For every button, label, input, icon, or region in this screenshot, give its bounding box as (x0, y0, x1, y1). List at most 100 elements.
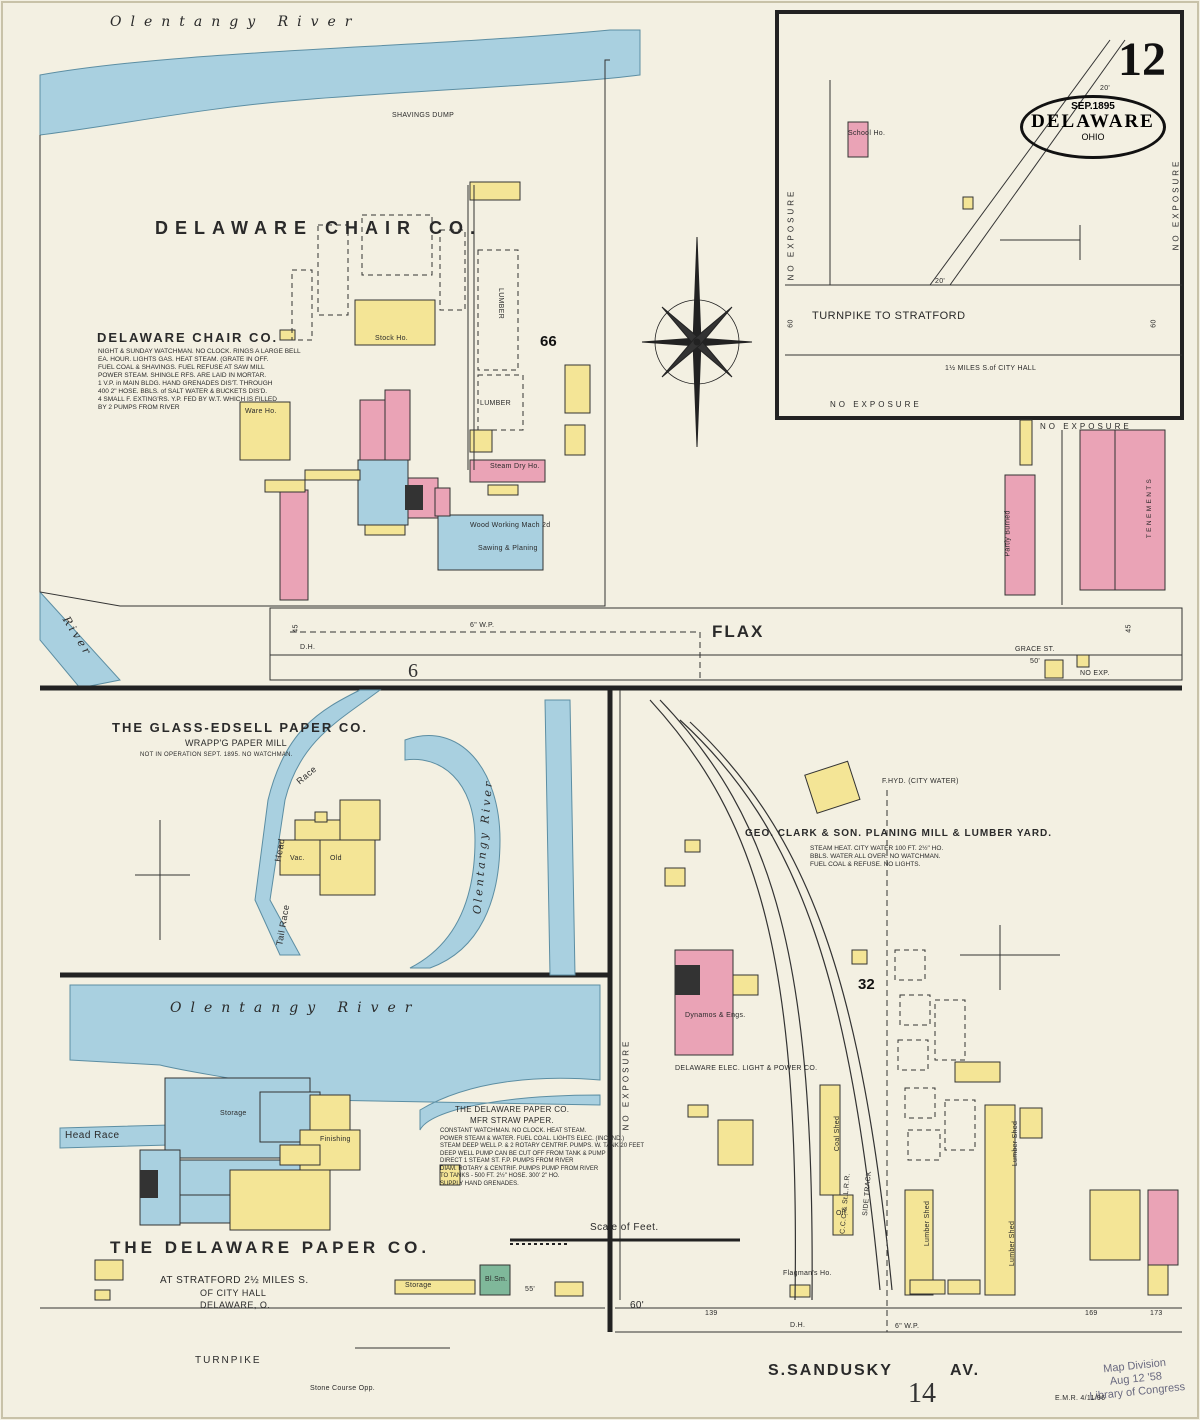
no-exposure-railroad: NO EXPOSURE (621, 1038, 631, 1131)
storage-bottom-label: Storage (405, 1282, 432, 1289)
credit-label: E.M.R. 4/11/96 (1055, 1395, 1106, 1402)
olentangy-center (404, 735, 501, 969)
cartouche: SEP.1895 DELAWARE OHIO (1020, 95, 1166, 159)
stone-course-label: Stone Course Opp. (310, 1385, 376, 1392)
street-s-sandusky-label: S.SANDUSKY (768, 1362, 893, 1379)
old-label: Old (330, 855, 342, 862)
water-pipe-label-2: 6" W.P. (895, 1323, 920, 1330)
lumber-label-2: LUMBER (480, 400, 511, 407)
lumber-label-1: LUMBER (496, 288, 504, 319)
dim-60-bottom: 60' (630, 1300, 644, 1311)
street-turnpike: TURNPIKE (195, 1355, 262, 1366)
street-av-label: AV. (950, 1362, 981, 1379)
of-city-hall-label: OF CITY HALL (200, 1288, 267, 1298)
chair-co-buildings (239, 181, 591, 601)
dim-60-left: 60 (787, 319, 795, 328)
city-hall-distance: 1½ MILES S.of CITY HALL (945, 365, 1037, 372)
dynamos-label: Dynamos & Engs. (685, 1012, 746, 1019)
finishing-label: Finishing (320, 1136, 351, 1143)
paper-co-buildings (94, 1077, 584, 1301)
block-number-32: 32 (858, 976, 875, 993)
dim-60-right: 60 (1150, 319, 1158, 328)
storage-label: Storage (220, 1110, 247, 1117)
compass-rose (641, 236, 753, 448)
no-exposure-tenements: NO EXPOSURE (1040, 422, 1132, 431)
street-flax-label: FLAX (712, 622, 765, 641)
sheet-number: 12 (1118, 33, 1166, 86)
cartouche-state: OHIO (1081, 132, 1105, 142)
house-number-169: 169 (1085, 1310, 1098, 1317)
cartouche-date: SEP.1895 (1071, 101, 1115, 112)
lumber-shed-label-2: Lumber Shed (1009, 1220, 1017, 1267)
fire-hydrant-label: F.HYD. (CITY WATER) (882, 778, 959, 785)
dim-50: 50' (1030, 658, 1041, 665)
street-grace: GRACE ST. (1015, 646, 1055, 653)
water-pipe-label: 6" W.P. (470, 622, 495, 629)
lumber-shed-label: Lumber Shed (1012, 1120, 1020, 1167)
paper-co-notes: CONSTANT WATCHMAN. NO CLOCK. HEAT STEAM.… (440, 1128, 645, 1187)
vac-label: Vac. (290, 855, 305, 862)
sub-number-6: 6 (408, 660, 418, 682)
scale-label: Scale of Feet. (590, 1222, 659, 1233)
off-label: Off. (836, 1210, 849, 1217)
river-north-label: Olentangy River (110, 14, 361, 30)
steam-dry-label: Steam Dry Ho. (490, 463, 540, 470)
street-turnpike-stratford: TURNPIKE TO STRATFORD (812, 310, 966, 322)
inset-frame (775, 10, 1184, 420)
dh-label-2: D.H. (790, 1322, 806, 1329)
sub-number-14: 14 (908, 1378, 936, 1409)
wrapping-mill-label: WRAPP'G PAPER MILL (185, 738, 287, 748)
river-north (39, 29, 641, 136)
cartouche-city: DELAWARE (1031, 111, 1155, 132)
block-number-66: 66 (540, 333, 557, 350)
house-number-173: 173 (1150, 1310, 1163, 1317)
clark-buildings (664, 760, 1179, 1298)
olentangy-center-2 (544, 699, 576, 976)
scale-bar (510, 1238, 740, 1245)
school-label: School Ho. (848, 130, 886, 137)
dim-20-top: 20' (1100, 85, 1111, 92)
dim-20-bottom: 20' (935, 278, 946, 285)
planing-mill-notes: STEAM HEAT. CITY WATER 100 FT. 2½" HO.BB… (810, 845, 944, 868)
dim-45-right: 45 (1125, 624, 1133, 633)
tenement-row (1004, 419, 1166, 679)
dim-55: 55' (525, 1286, 536, 1293)
paper-co-big-title: THE DELAWARE PAPER CO. (110, 1238, 431, 1257)
house-number-139: 139 (705, 1310, 718, 1317)
coal-shed-label: Coal Shed (834, 1115, 842, 1152)
flagmans-label: Flagman's Ho. (783, 1270, 832, 1277)
glass-edsell-buildings (279, 799, 381, 896)
sawing-planing-label: Sawing & Planing (478, 545, 538, 552)
street-flax (269, 607, 1183, 681)
geo-clark-title: GEO. CLARK & SON. PLANING MILL & LUMBER … (745, 828, 1053, 839)
head-race-label: Head Race (65, 1130, 120, 1141)
no-exposure-right: NO EXPOSURE (1171, 158, 1181, 251)
not-in-operation: NOT IN OPERATION SEPT. 1895. NO WATCHMAN… (140, 752, 293, 758)
chair-co-title: DELAWARE CHAIR CO. (97, 330, 279, 345)
block-upper-left (39, 59, 610, 607)
head-race (254, 689, 382, 956)
no-exposure-left: NO EXPOSURE (786, 188, 796, 281)
mfr-straw-label: MFR STRAW PAPER. (470, 1116, 554, 1125)
ware-ho-label: Ware Ho. (245, 408, 277, 415)
glass-edsell-title: THE GLASS-EDSELL PAPER CO. (112, 720, 368, 735)
shavings-dump-label: SHAVINGS DUMP (392, 112, 455, 119)
chair-co-notes: NIGHT & SUNDAY WATCHMAN. NO CLOCK. RINGS… (98, 348, 301, 411)
elec-light-label: DELAWARE ELEC. LIGHT & POWER CO. (675, 1065, 818, 1072)
paper-co-small-title: THE DELAWARE PAPER CO. (455, 1105, 570, 1114)
lumber-shed-label-3: Lumber Shed (924, 1200, 932, 1247)
at-stratford-label: AT STRATFORD 2½ MILES S. (160, 1275, 309, 1286)
direction-arrows (135, 225, 1081, 1349)
tenements-label: T E N E M E N T S (1146, 478, 1154, 539)
delaware-o-label: DELAWARE, O. (200, 1300, 271, 1310)
rail-tracks (649, 699, 893, 1301)
wood-working-label: Wood Working Mach 2d (470, 522, 551, 529)
partly-burned-label: Partly Burned (1004, 510, 1012, 557)
no-exposure-bottom: NO EXPOSURE (830, 400, 922, 409)
dim-45-left: 45 (292, 624, 300, 633)
dh-label: D.H. (300, 644, 316, 651)
stock-ho-label: Stock Ho. (375, 335, 409, 342)
no-exp-label: NO EXP. (1080, 670, 1110, 677)
bl-sm-label: Bl.Sm. (485, 1276, 508, 1283)
